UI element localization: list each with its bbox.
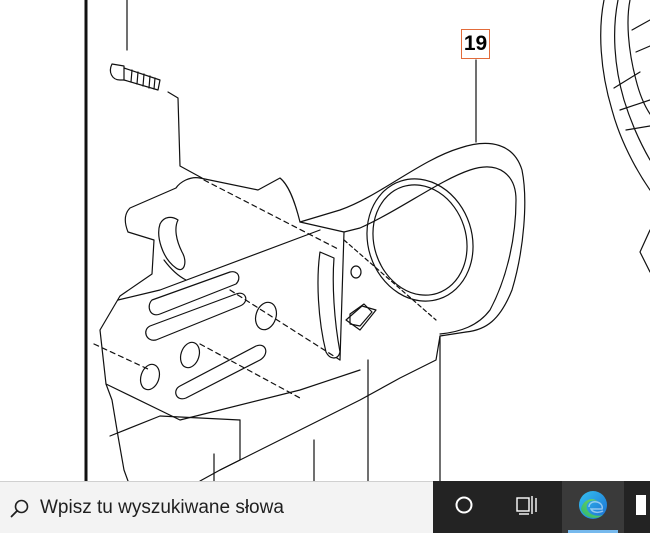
large-oval-hole: [372, 184, 468, 296]
windows-taskbar: Wpisz tu wyszukiwane słowa: [0, 481, 650, 533]
cortana-button[interactable]: [435, 481, 493, 533]
next-app-taskbar-button[interactable]: [628, 481, 650, 533]
edge-taskbar-button[interactable]: [562, 481, 624, 533]
edge-icon: [577, 489, 609, 526]
part-number-label: 19: [461, 29, 490, 59]
search-placeholder: Wpisz tu wyszukiwane słowa: [40, 496, 284, 518]
screw-part: [109, 63, 161, 91]
right-side-partial-part: [600, 0, 650, 273]
diagram-viewer: 19: [84, 0, 650, 481]
task-view-icon: [515, 494, 539, 521]
cover-part-outline: [99, 177, 201, 481]
exploded-parts-diagram: [84, 0, 650, 481]
search-icon: [0, 482, 40, 534]
circle-icon: [454, 495, 474, 520]
task-view-button[interactable]: [495, 481, 559, 533]
app-icon: [632, 493, 646, 522]
taskbar-search-box[interactable]: Wpisz tu wyszukiwane słowa: [0, 481, 433, 533]
